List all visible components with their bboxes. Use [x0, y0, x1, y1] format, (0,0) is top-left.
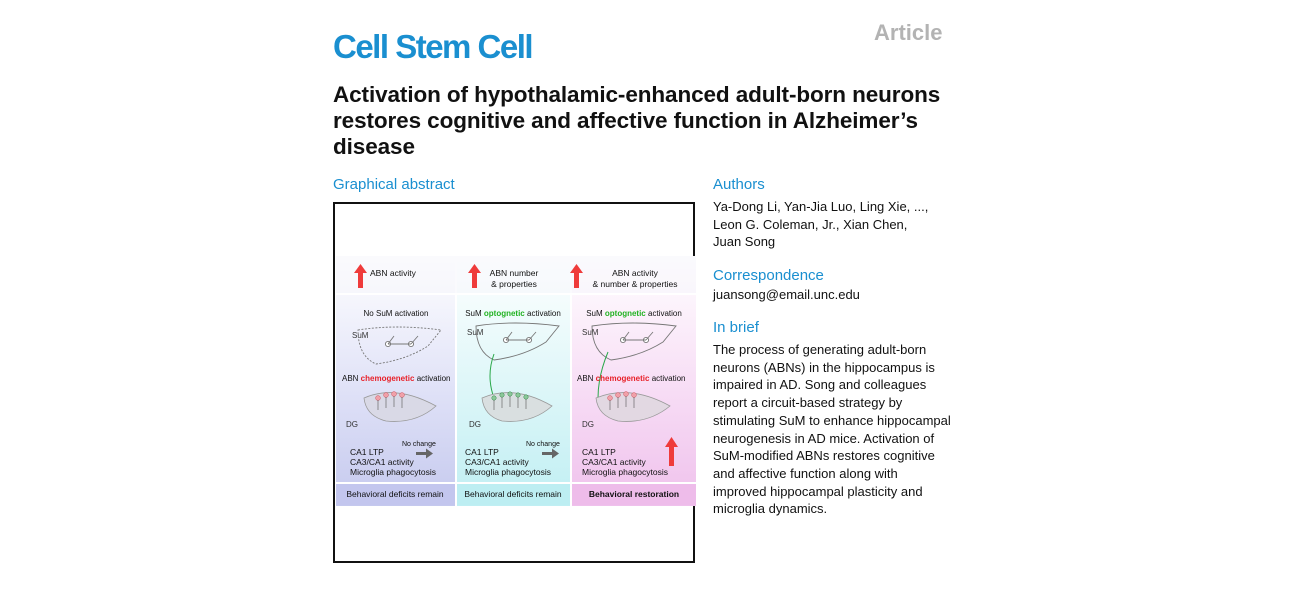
col3-top-label-2: & number & properties: [592, 279, 677, 289]
article-type-label: Article: [874, 20, 943, 45]
dg-diagrams: [363, 391, 671, 422]
author-line: Leon G. Coleman, Jr., Xian Chen,: [713, 216, 908, 232]
authors-heading: Authors: [713, 176, 765, 193]
in-brief-line: and affective function along with: [713, 465, 898, 481]
col2-top-label-2: & properties: [491, 279, 537, 289]
col1-change-label: No change: [402, 441, 436, 448]
col2-no-change-arrow: [542, 448, 559, 459]
col2-measure-3: Microglia phagocytosis: [465, 467, 551, 477]
col1-measure-3: Microglia phagocytosis: [350, 467, 436, 477]
col2-outcome: Behavioral deficits remain: [464, 489, 562, 499]
sum-diagrams: [357, 322, 677, 365]
in-brief-line: neurogenesis in AD mice. Activation of: [713, 430, 935, 446]
col3-measure-3: Microglia phagocytosis: [582, 467, 668, 477]
graphical-abstract-heading: Graphical abstract: [333, 176, 455, 193]
col1-no-change-arrow: [416, 448, 433, 459]
in-brief-text: The process of generating adult-born neu…: [713, 341, 951, 518]
in-brief-heading: In brief: [713, 319, 759, 336]
col1-measure-2: CA3/CA1 activity: [350, 457, 415, 467]
author-line: Juan Song: [713, 234, 776, 250]
col2-sum-label: SuM: [467, 328, 484, 337]
col3-dg-label: DG: [582, 420, 594, 429]
in-brief-line: improved hippocampal plasticity and: [713, 483, 923, 499]
correspondence-heading: Correspondence: [713, 267, 824, 284]
col2-measure-2: CA3/CA1 activity: [465, 457, 530, 467]
col3-abn-label: ABN chemogenetic activation: [577, 374, 686, 383]
col1-outcome: Behavioral deficits remain: [346, 489, 444, 499]
col2-measure-1: CA1 LTP: [465, 447, 499, 457]
col3-sum-label: SuM: [582, 328, 599, 337]
in-brief-line: SuM-modified ABNs restores cognitive: [713, 448, 935, 464]
col2-dg-label: DG: [469, 420, 481, 429]
in-brief-line: The process of generating adult-born: [713, 342, 927, 357]
in-brief-line: microglia dynamics.: [713, 501, 828, 517]
col3-outcome: Behavioral restoration: [589, 489, 679, 499]
col2-change-label: No change: [526, 441, 560, 448]
col1-measure-1: CA1 LTP: [350, 447, 384, 457]
col1-dg-label: DG: [346, 420, 358, 429]
col3-measure-1: CA1 LTP: [582, 447, 616, 457]
in-brief-line: stimulating SuM to enhance hippocampal: [713, 412, 951, 428]
col2-top-label-1: ABN number: [490, 268, 539, 278]
correspondence-email[interactable]: juansong@email.unc.edu: [713, 287, 860, 302]
col2-activation-label: SuM optognetic activation: [465, 309, 561, 318]
col3-top-label-1: ABN activity: [612, 268, 659, 278]
in-brief-line: report a circuit-based strategy by: [713, 395, 903, 411]
measures: CA1 LTP CA3/CA1 activity Microglia phago…: [350, 447, 668, 477]
authors-list: Ya-Dong Li, Yan-Jia Luo, Ling Xie, ..., …: [713, 198, 928, 251]
col1-activation-label: No SuM activation: [364, 309, 429, 318]
graphical-abstract-figure: ABN activity ABN number & properties ABN…: [336, 256, 696, 506]
journal-name: Cell Stem Cell: [333, 28, 534, 65]
in-brief-line: impaired in AD. Song and colleagues: [713, 377, 927, 393]
col3-activation-label: SuM optognetic activation: [586, 309, 682, 318]
col3-measure-2: CA3/CA1 activity: [582, 457, 647, 467]
col1-top-label: ABN activity: [370, 268, 417, 278]
author-line: Ya-Dong Li, Yan-Jia Luo, Ling Xie, ...,: [713, 199, 929, 214]
article-title: Activation of hypothalamic-enhanced adul…: [333, 82, 941, 159]
col1-abn-label: ABN chemogenetic activation: [342, 374, 451, 383]
col1-sum-label: SuM: [352, 331, 369, 340]
in-brief-line: neurons (ABNs) in the hippocampus is: [713, 359, 935, 375]
